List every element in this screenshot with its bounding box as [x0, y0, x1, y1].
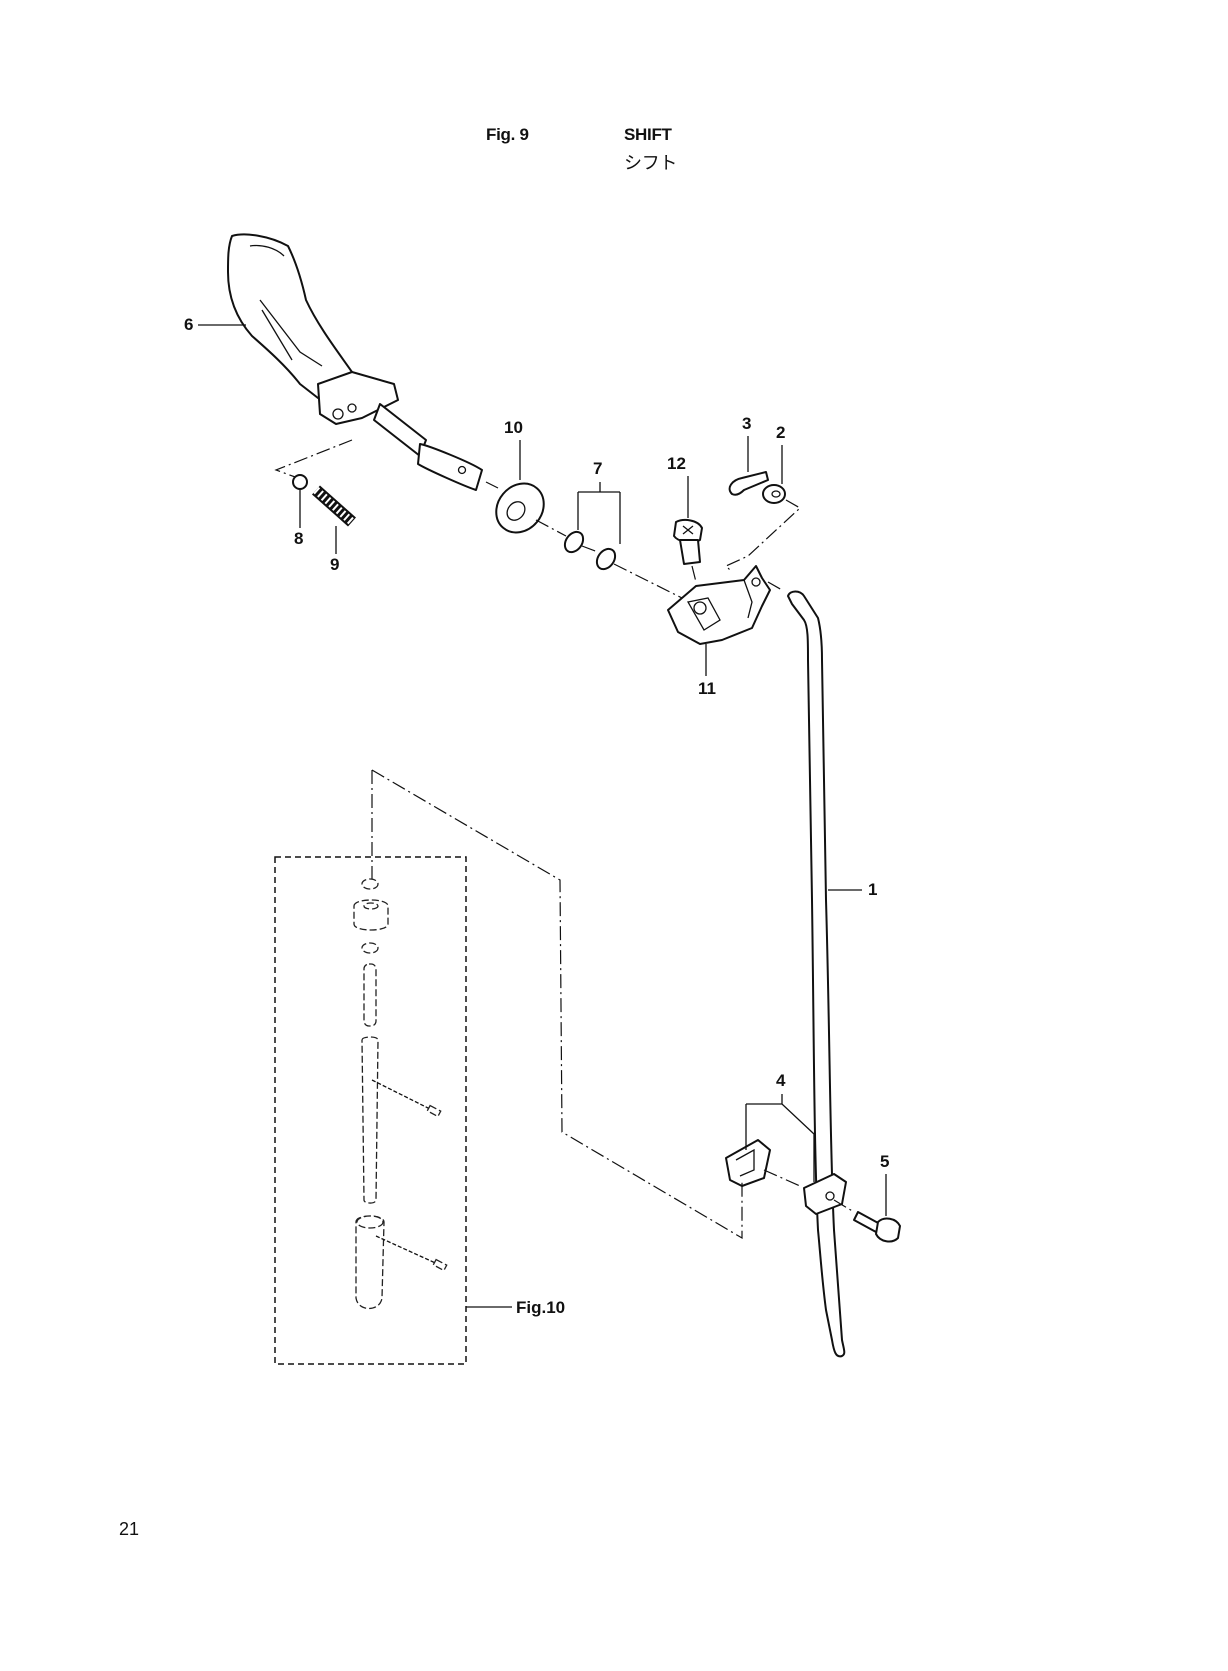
part-bolt — [673, 519, 703, 565]
part-shift-rod — [787, 590, 846, 1358]
callout-1: 1 — [868, 880, 877, 899]
part-washers-small — [563, 530, 617, 571]
assembly-line — [767, 581, 783, 591]
fig10-reference-label: Fig.10 — [516, 1298, 565, 1317]
part-cotter-pin — [728, 471, 769, 496]
assembly-line — [763, 1169, 801, 1187]
figure-number: Fig. 9 — [486, 125, 529, 144]
part-ball — [292, 474, 308, 490]
part-shift-lever — [227, 233, 483, 491]
callout-4: 4 — [776, 1071, 786, 1090]
assembly-line — [274, 439, 353, 479]
callout-8: 8 — [294, 529, 303, 548]
callout-11: 11 — [698, 679, 716, 698]
page-number: 21 — [119, 1519, 140, 1539]
part-rod-clip — [725, 1139, 847, 1215]
callout-12: 12 — [667, 454, 686, 473]
assembly-line — [485, 481, 683, 599]
leader-bracket — [745, 1094, 815, 1182]
callout-10: 10 — [504, 418, 523, 437]
callout-3: 3 — [742, 414, 751, 433]
part-washer — [762, 484, 786, 504]
part-bracket — [667, 565, 771, 645]
callout-9: 9 — [330, 555, 339, 574]
fig10-ghost-parts — [353, 878, 448, 1310]
part-spring — [312, 485, 356, 527]
assembly-line-to-fig10 — [371, 769, 743, 1240]
figure-title-japanese: シフト — [624, 153, 678, 174]
leader-bracket — [577, 482, 621, 544]
figure-title-english: SHIFT — [624, 125, 672, 144]
assembly-line — [691, 565, 697, 583]
fig10-reference-box — [274, 856, 467, 1365]
part-washer-large — [495, 482, 545, 534]
callout-7: 7 — [593, 459, 602, 478]
part-clip-bolt — [853, 1211, 901, 1243]
assembly-line — [833, 1199, 855, 1213]
assembly-line — [724, 499, 802, 573]
callout-5: 5 — [880, 1152, 889, 1171]
callout-2: 2 — [776, 423, 785, 442]
callout-6: 6 — [184, 315, 193, 334]
